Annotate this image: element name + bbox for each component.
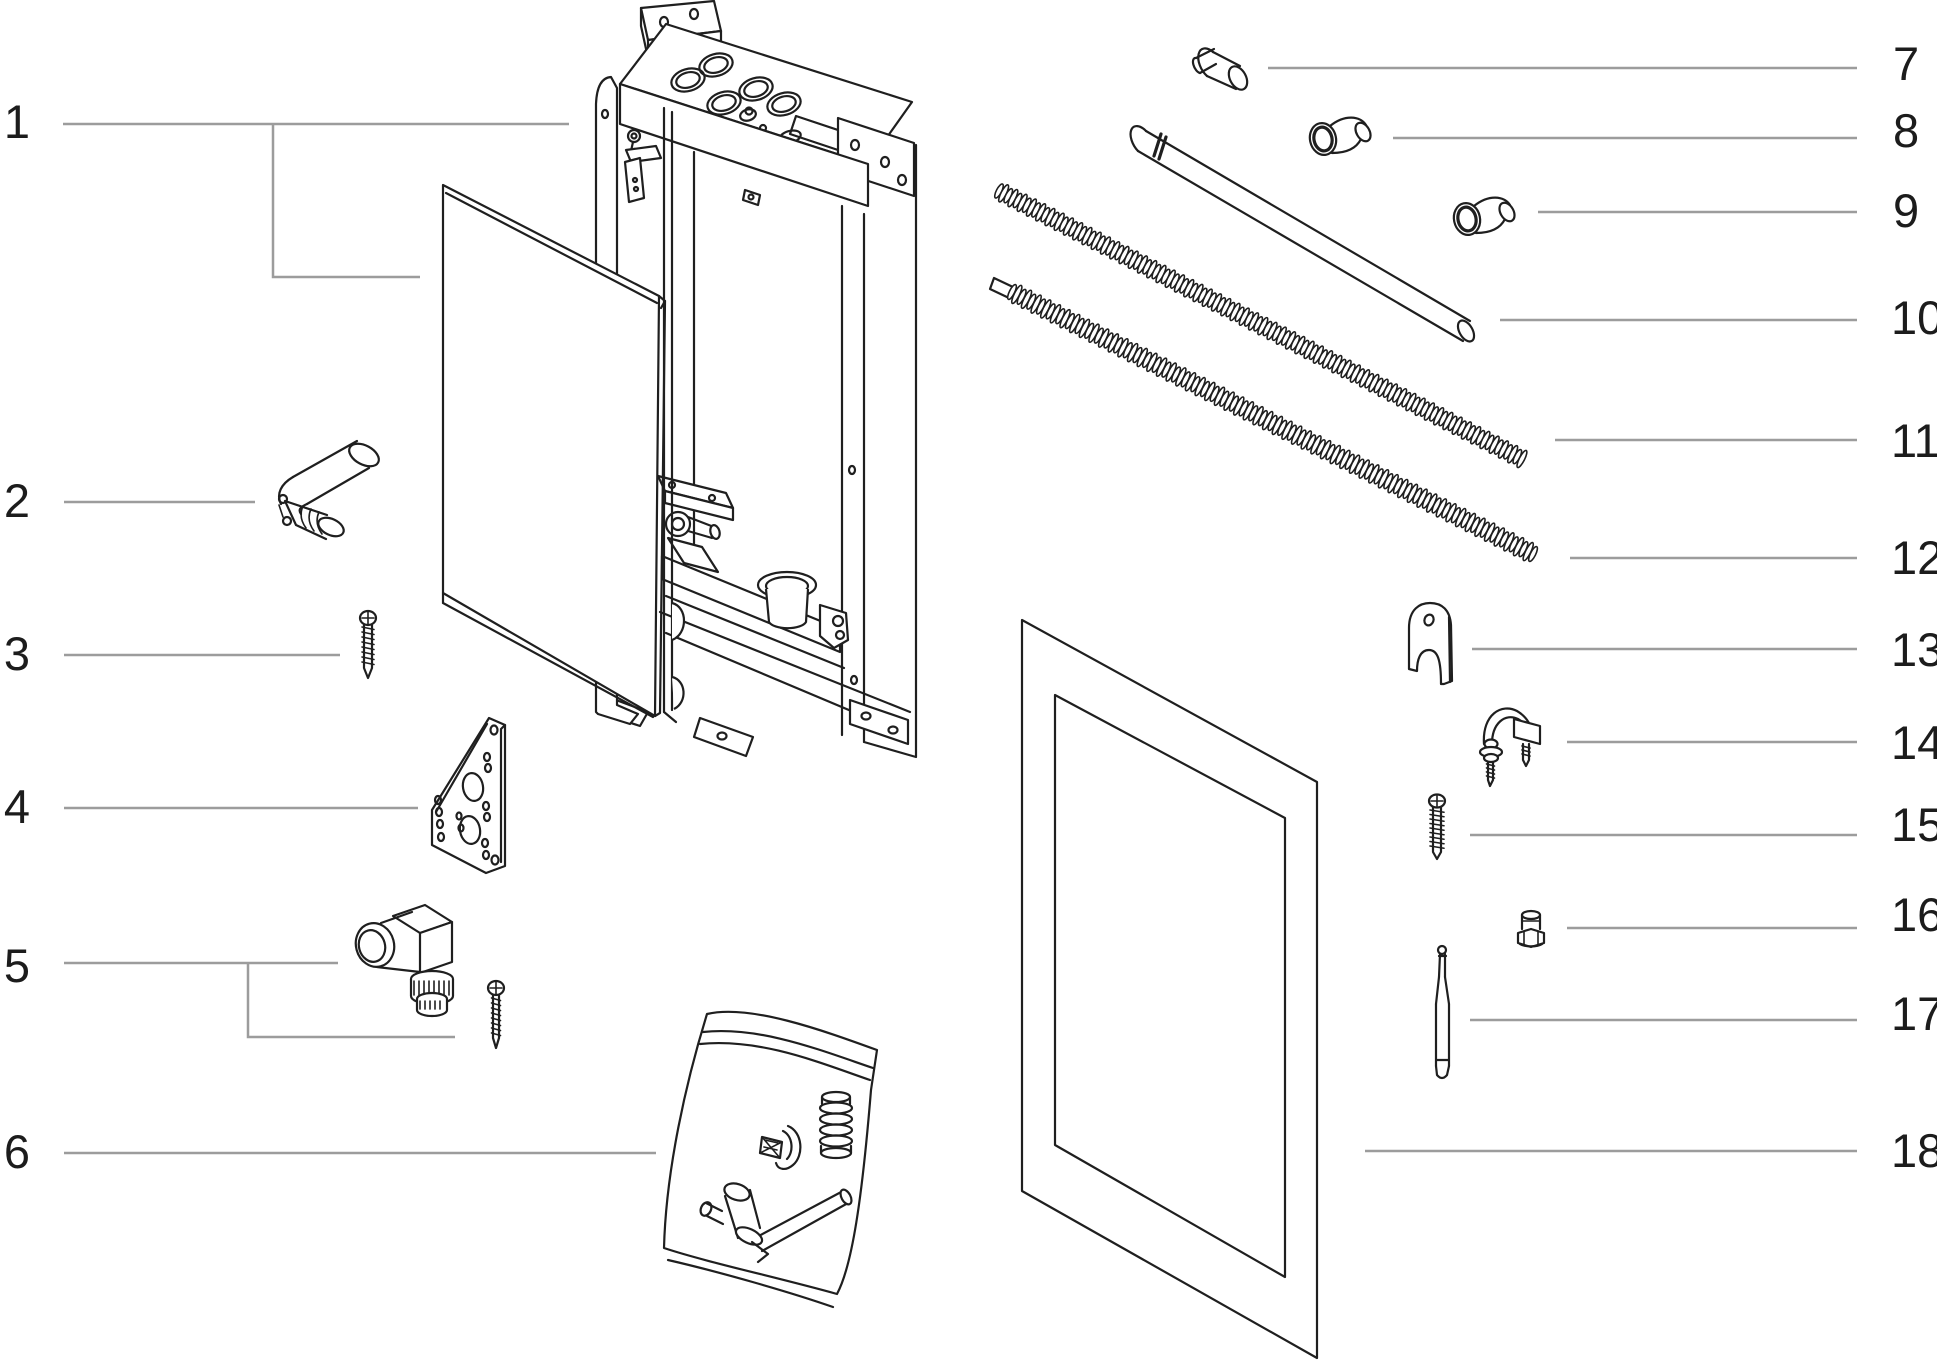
screw-5-threads bbox=[490, 997, 502, 1037]
part-label-2: 2 bbox=[4, 474, 30, 527]
part-labels: 1 2 3 4 5 6 7 8 9 10 11 12 13 14 15 16 1… bbox=[4, 37, 1937, 1178]
part-label-18: 18 bbox=[1891, 1124, 1937, 1177]
part-corrugated-hose-12 bbox=[988, 276, 1539, 563]
part-pipe-clamp bbox=[1478, 707, 1542, 788]
part-label-15: 15 bbox=[1891, 798, 1937, 851]
part-elbow-fitting-9 bbox=[1452, 196, 1516, 236]
part-straight-pipe bbox=[1129, 124, 1476, 343]
part-accessory-bag bbox=[662, 1010, 879, 1309]
screw-15-threads bbox=[1429, 809, 1445, 850]
part-elbow-clamp-fitting bbox=[277, 439, 380, 541]
part-label-6: 6 bbox=[4, 1125, 30, 1178]
part-label-9: 9 bbox=[1893, 184, 1919, 237]
part-straight-coupling bbox=[1191, 47, 1249, 91]
part-label-10: 10 bbox=[1891, 291, 1937, 344]
part-label-16: 16 bbox=[1891, 888, 1937, 941]
part-screw-3 bbox=[358, 609, 378, 680]
part-label-12: 12 bbox=[1891, 531, 1937, 584]
part-label-13: 13 bbox=[1891, 623, 1937, 676]
part-compression-fitting bbox=[1516, 909, 1546, 949]
part-label-3: 3 bbox=[4, 627, 30, 680]
part-angle-valve bbox=[354, 903, 455, 1018]
part-screw-15 bbox=[1427, 793, 1447, 861]
part-mounting-plate bbox=[430, 716, 507, 875]
part-label-4: 4 bbox=[4, 780, 30, 833]
leader-line-1 bbox=[63, 122, 569, 279]
screw-3-threads bbox=[361, 626, 375, 666]
part-label-8: 8 bbox=[1893, 104, 1919, 157]
leader-line-5 bbox=[64, 961, 455, 1039]
part-door-panel bbox=[441, 183, 667, 719]
part-screw-5 bbox=[486, 979, 506, 1050]
part-elbow-fitting-8 bbox=[1308, 116, 1372, 156]
part-label-14: 14 bbox=[1891, 716, 1937, 769]
leader-lines bbox=[63, 66, 1857, 1155]
part-rear-panel bbox=[1020, 618, 1319, 1360]
part-saddle-clip bbox=[1407, 601, 1454, 686]
part-label-17: 17 bbox=[1891, 987, 1937, 1040]
part-label-7: 7 bbox=[1893, 37, 1919, 90]
part-label-11: 11 bbox=[1891, 414, 1937, 467]
part-label-1: 1 bbox=[4, 95, 30, 148]
part-label-5: 5 bbox=[4, 939, 30, 992]
part-sensor-probe bbox=[1434, 944, 1451, 1080]
part-corrugated-hose-11 bbox=[993, 183, 1528, 469]
